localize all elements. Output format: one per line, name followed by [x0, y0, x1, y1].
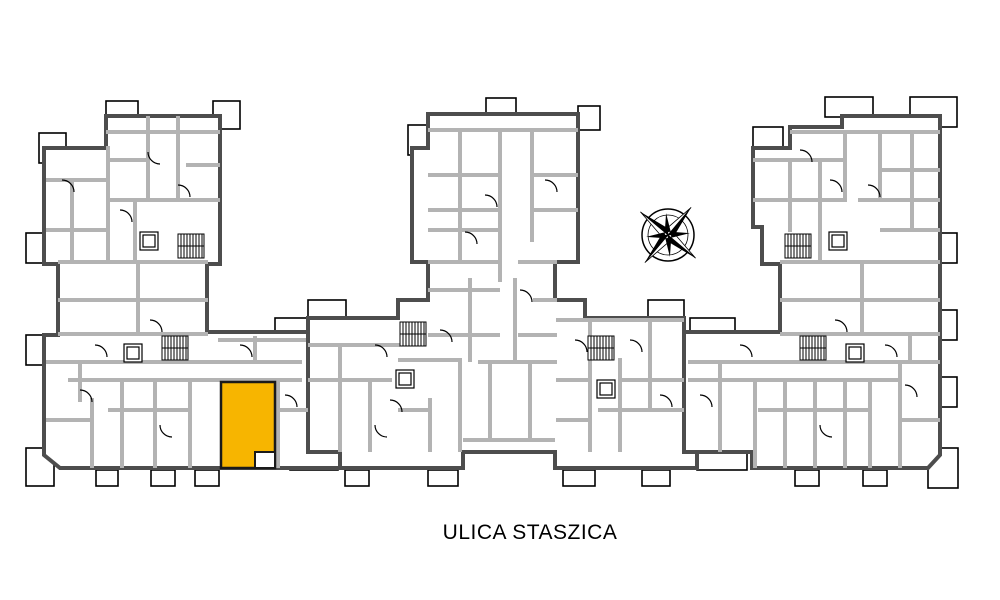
door-swing [374, 424, 388, 438]
balcony [562, 469, 596, 487]
staircase-icon [784, 233, 812, 259]
elevator-icon [395, 369, 415, 389]
balcony [696, 451, 748, 471]
selected-apartment[interactable] [219, 380, 277, 470]
balcony [752, 126, 784, 150]
door-swing [439, 329, 453, 343]
balcony [274, 317, 308, 333]
door-swing [94, 344, 108, 358]
middle-section-outline [306, 112, 699, 470]
balcony [25, 334, 45, 366]
interior-walls [46, 116, 940, 468]
door-swing [819, 424, 833, 438]
balcony [927, 447, 959, 489]
balcony [95, 469, 119, 487]
door-swing [519, 289, 533, 303]
door-swing [699, 394, 713, 408]
balcony [307, 299, 347, 319]
elevator-icon [828, 231, 848, 251]
balcony [939, 309, 958, 341]
door-swing [904, 384, 918, 398]
balcony [939, 232, 958, 264]
balcony [689, 317, 736, 333]
street-name-label: ULICA STASZICA [442, 521, 618, 544]
door-swing [834, 319, 848, 333]
balconies [25, 96, 959, 489]
staircases [161, 233, 827, 361]
staircase-icon [587, 335, 615, 361]
elevator-icon [845, 343, 865, 363]
selected-apartment-notch [254, 451, 276, 469]
doors [61, 149, 918, 438]
door-swing [374, 344, 388, 358]
elevator-icon [139, 231, 159, 251]
door-swing [484, 194, 498, 208]
staircase-icon [399, 321, 427, 347]
door-swing [61, 179, 75, 193]
door-swing [149, 319, 163, 333]
balcony [427, 469, 459, 487]
balcony [150, 469, 176, 487]
door-swing [574, 339, 588, 353]
door-swing [147, 151, 161, 165]
balcony [641, 469, 671, 487]
door-swing [739, 344, 753, 358]
balcony [485, 97, 517, 115]
door-swing [659, 394, 673, 408]
elevator-icon [123, 343, 143, 363]
balcony [344, 469, 370, 487]
door-swing [829, 179, 843, 193]
balcony [25, 232, 45, 264]
door-swing [629, 339, 643, 353]
balcony [939, 376, 958, 408]
staircase-icon [799, 335, 827, 361]
door-swing [464, 231, 478, 245]
door-swing [79, 389, 93, 403]
door-swing [159, 424, 173, 438]
door-swing [544, 179, 558, 193]
door-swing [284, 394, 298, 408]
balcony [862, 469, 888, 487]
highlighted-unit[interactable] [219, 380, 277, 470]
balcony [794, 469, 820, 487]
staircase-icon [177, 233, 205, 259]
door-swing [867, 184, 881, 198]
balcony [577, 105, 601, 131]
balcony [647, 299, 685, 319]
elevator-icon [596, 379, 616, 399]
door-swing [799, 149, 813, 163]
elevators [123, 231, 865, 399]
staircase-icon [161, 335, 189, 361]
door-swing [119, 209, 133, 223]
compass-rose-icon [640, 207, 696, 263]
door-swing [389, 399, 403, 413]
door-swing [239, 344, 253, 358]
door-swing [177, 184, 191, 198]
door-swing [884, 344, 898, 358]
balcony [194, 469, 220, 487]
